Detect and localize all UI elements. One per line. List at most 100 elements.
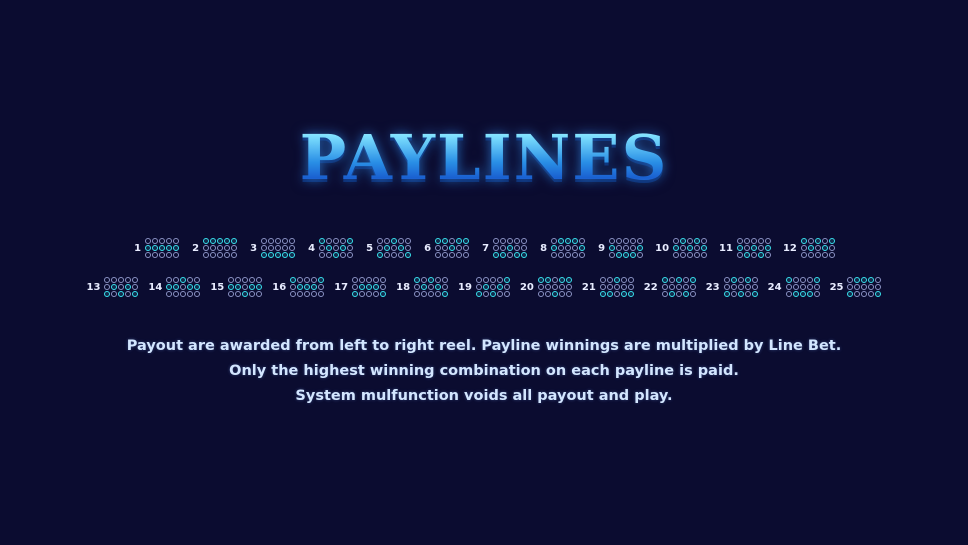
payline-cell (680, 245, 687, 251)
payline-cell (751, 277, 758, 283)
payline-cell (751, 284, 758, 290)
payline-active-cell (405, 252, 412, 258)
payline-cell (868, 291, 875, 297)
payline-cell (551, 284, 558, 290)
payline-active-cell (319, 238, 326, 244)
payline-cell (673, 252, 680, 258)
payline-cell (537, 291, 544, 297)
payline-active-cell (606, 291, 613, 297)
payline-cell (442, 284, 449, 290)
payline-cell (682, 277, 689, 283)
payline-diagram (800, 238, 835, 258)
payline-active-cell (701, 245, 708, 251)
payline-diagram (261, 238, 296, 258)
payline-active-cell (627, 291, 634, 297)
payline-cell (111, 277, 118, 283)
payline-active-cell (806, 291, 813, 297)
payline-cell (442, 277, 449, 283)
payline-cell (249, 277, 256, 283)
payline-cell (630, 238, 637, 244)
payline-cell (228, 291, 235, 297)
payline-active-cell (764, 245, 771, 251)
payline-cell (521, 238, 528, 244)
payline-cell (242, 284, 249, 290)
payline-active-cell (828, 238, 835, 244)
payline-active-cell (347, 238, 354, 244)
payline-active-cell (373, 284, 380, 290)
payline-active-cell (737, 291, 744, 297)
payline-cell (799, 277, 806, 283)
payline-cell (613, 284, 620, 290)
payline-active-cell (231, 238, 238, 244)
payline-cell (187, 277, 194, 283)
payline-active-cell (380, 291, 387, 297)
payline-cell (405, 238, 412, 244)
payline-cell (261, 245, 268, 251)
payline-cell (268, 238, 275, 244)
payline-active-cell (620, 291, 627, 297)
payline-cell (503, 291, 510, 297)
payline-active-cell (868, 277, 875, 283)
payline-cell (627, 284, 634, 290)
payline-cell (565, 245, 572, 251)
payline-diagram (352, 277, 387, 297)
payline-cell (366, 277, 373, 283)
payline-active-cell (152, 245, 159, 251)
payline-cell (806, 284, 813, 290)
payline-active-cell (249, 284, 256, 290)
payline-cell (384, 238, 391, 244)
payline-number: 8 (540, 242, 548, 254)
payline-cell (352, 277, 359, 283)
payline-cell (609, 252, 616, 258)
payline-cell (514, 245, 521, 251)
payline-cell (475, 277, 482, 283)
payline-cell (435, 252, 442, 258)
payline-active-cell (228, 284, 235, 290)
payline-cell (421, 277, 428, 283)
payline-cell (297, 291, 304, 297)
payline-active-cell (194, 284, 201, 290)
payline-active-cell (456, 238, 463, 244)
payline-active-cell (489, 291, 496, 297)
payline-cell (551, 277, 558, 283)
payline-cell (297, 277, 304, 283)
payline-cell (282, 245, 289, 251)
payline-cell (449, 252, 456, 258)
payline-active-cell (572, 238, 579, 244)
payline-active-cell (282, 252, 289, 258)
payline-cell (599, 284, 606, 290)
payline-active-cell (180, 277, 187, 283)
payline-cell (757, 245, 764, 251)
payline-number: 9 (598, 242, 606, 254)
payline-cell (668, 277, 675, 283)
payline-active-cell (751, 291, 758, 297)
payline-active-cell (821, 245, 828, 251)
payline-cell (217, 252, 224, 258)
payline-cell (813, 291, 820, 297)
payline-diagram (203, 238, 238, 258)
payline-cell (442, 252, 449, 258)
payline-cell (435, 291, 442, 297)
payline-diagram (166, 277, 201, 297)
payline-active-cell (723, 291, 730, 297)
payline-cell (875, 277, 882, 283)
payline-cell (242, 277, 249, 283)
payline-cell (744, 284, 751, 290)
payline-active-cell (521, 252, 528, 258)
payline-cell (384, 252, 391, 258)
payline-6: 6 (423, 238, 470, 258)
payline-active-cell (673, 245, 680, 251)
payline-cell (750, 238, 757, 244)
payline-diagram (377, 238, 412, 258)
payline-active-cell (861, 277, 868, 283)
payline-cell (565, 291, 572, 297)
payline-cell (847, 284, 854, 290)
payline-active-cell (730, 277, 737, 283)
payline-active-cell (340, 245, 347, 251)
payline-18: 18 (396, 277, 449, 297)
payline-cell (544, 284, 551, 290)
payline-cell (377, 245, 384, 251)
payline-diagram (104, 277, 139, 297)
payline-cell (275, 238, 282, 244)
payline-cell (675, 284, 682, 290)
